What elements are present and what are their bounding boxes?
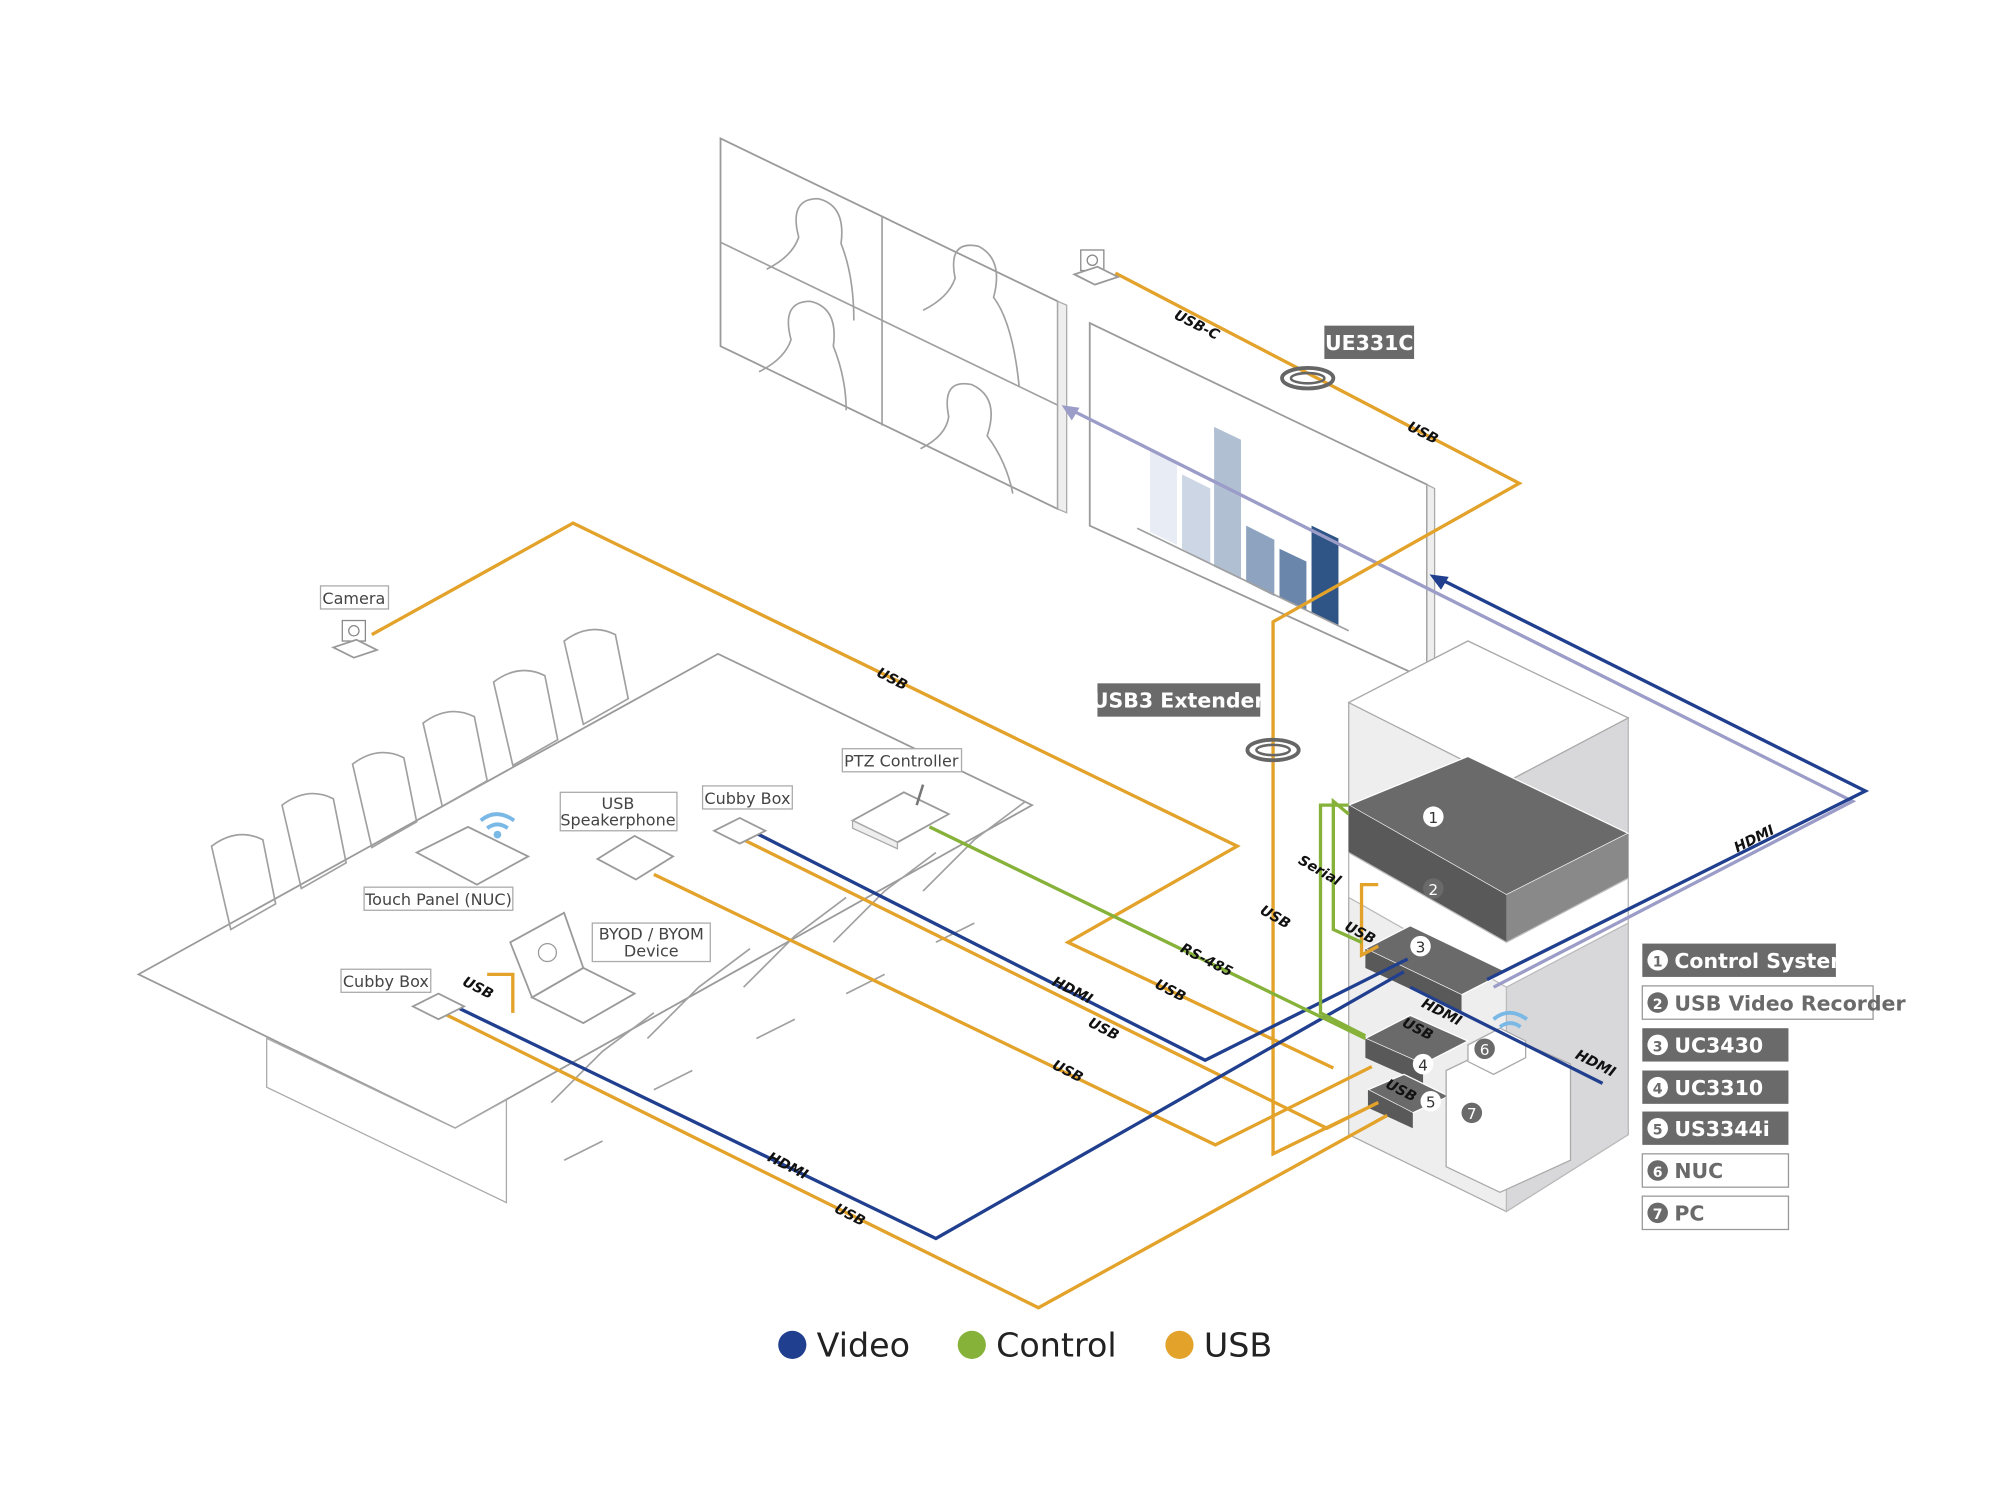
svg-text:BYOD / BYOM: BYOD / BYOM [599, 925, 704, 944]
byod-laptop: BYOD / BYOM Device [509, 911, 711, 1025]
legend-nuc: 6 NUC [1641, 1153, 1790, 1188]
marker-3: 3 [1410, 935, 1431, 957]
svg-text:NUC: NUC [1674, 1159, 1723, 1183]
svg-text:7: 7 [1467, 1105, 1477, 1123]
svg-text:6: 6 [1653, 1165, 1663, 1181]
marker-1: 1 [1423, 806, 1444, 827]
presentation-screen [1088, 321, 1436, 685]
svg-text:UC3430: UC3430 [1674, 1034, 1763, 1058]
svg-text:5: 5 [1653, 1123, 1663, 1139]
svg-text:Control System: Control System [1674, 949, 1851, 973]
svg-text:UC3310: UC3310 [1674, 1076, 1763, 1100]
chairs [210, 628, 1027, 1162]
usb-speakerphone: USB Speakerphone [559, 791, 678, 881]
marker-5: 5 [1420, 1091, 1442, 1112]
svg-text:USB: USB [1405, 419, 1441, 448]
signal-legend: Video Control USB [778, 1325, 1272, 1364]
svg-text:USB: USB [1257, 902, 1293, 932]
svg-text:USB3 Extender: USB3 Extender [1092, 689, 1266, 713]
svg-text:USB: USB [1085, 1015, 1121, 1044]
svg-text:1: 1 [1653, 955, 1663, 971]
legend-uc3430: 3 UC3430 [1642, 1028, 1789, 1062]
svg-text:6: 6 [1480, 1041, 1490, 1059]
video-wall [719, 137, 1068, 514]
ue331c-cable: UE331C [1280, 325, 1415, 391]
svg-text:UE331C: UE331C [1325, 331, 1414, 355]
usb3-extender-cable: USB3 Extender [1092, 683, 1301, 763]
marker-6: 6 [1474, 1038, 1495, 1059]
svg-text:US3344i: US3344i [1674, 1117, 1770, 1141]
svg-text:USB: USB [1204, 1325, 1272, 1364]
svg-text:USB: USB [832, 1201, 868, 1230]
svg-text:USB: USB [602, 794, 635, 813]
legend-uc3310: 4 UC3310 [1642, 1070, 1789, 1104]
svg-text:7: 7 [1653, 1207, 1663, 1223]
legend-video: Video [778, 1325, 910, 1364]
svg-text:5: 5 [1426, 1094, 1436, 1112]
svg-text:3: 3 [1653, 1039, 1663, 1055]
conference-table [136, 652, 1034, 1204]
marker-7: 7 [1461, 1102, 1483, 1123]
svg-text:2: 2 [1428, 881, 1438, 899]
svg-text:1: 1 [1428, 809, 1438, 827]
touch-panel: Touch Panel (NUC) [363, 812, 531, 911]
camera-left [330, 619, 380, 659]
legend-control-system: 1 Control System [1642, 943, 1852, 977]
legend-usb-video-recorder: 2 USB Video Recorder [1641, 985, 1906, 1020]
svg-text:Camera: Camera [322, 589, 385, 608]
ptz-controller: PTZ Controller [841, 748, 963, 850]
svg-text:PTZ Controller: PTZ Controller [844, 752, 959, 771]
svg-text:2: 2 [1653, 997, 1663, 1013]
svg-text:Speakerphone: Speakerphone [560, 811, 675, 830]
svg-text:Device: Device [624, 941, 679, 960]
cubby-box-right: Cubby Box [701, 785, 793, 845]
marker-4: 4 [1412, 1053, 1434, 1075]
svg-text:RS-485: RS-485 [1178, 941, 1236, 981]
cubby-box-left: Cubby Box [340, 968, 467, 1021]
svg-text:HDMI: HDMI [765, 1150, 810, 1184]
marker-2: 2 [1423, 878, 1444, 899]
svg-text:USB-C: USB-C [1171, 307, 1222, 344]
connections [370, 271, 1870, 1310]
svg-text:USB Video Recorder: USB Video Recorder [1674, 991, 1906, 1015]
svg-text:Cubby Box: Cubby Box [704, 789, 790, 808]
svg-text:PC: PC [1674, 1202, 1704, 1226]
svg-text:USB: USB [874, 665, 910, 694]
svg-text:4: 4 [1418, 1057, 1428, 1075]
svg-text:Control: Control [996, 1325, 1116, 1364]
svg-text:USB: USB [1049, 1057, 1085, 1086]
svg-text:Cubby Box: Cubby Box [343, 972, 429, 991]
svg-text:Video: Video [817, 1325, 910, 1364]
rack-number-markers: 1 2 3 4 5 6 7 [1410, 806, 1495, 1123]
svg-text:USB: USB [1152, 976, 1188, 1005]
legend-control: Control [957, 1325, 1117, 1364]
camera-label: Camera [319, 585, 390, 610]
equipment-rack [1347, 640, 1630, 1213]
camera-top [1072, 249, 1121, 286]
legend-us3344i: 5 US3344i [1642, 1111, 1789, 1145]
legend-pc: 7 PC [1641, 1195, 1790, 1231]
svg-text:3: 3 [1416, 939, 1426, 957]
rack-legend: 1 Control System 2 USB Video Recorder 3 … [1641, 943, 1906, 1231]
legend-usb: USB [1165, 1325, 1272, 1364]
svg-text:Touch Panel (NUC): Touch Panel (NUC) [364, 890, 512, 909]
svg-text:4: 4 [1653, 1082, 1663, 1098]
